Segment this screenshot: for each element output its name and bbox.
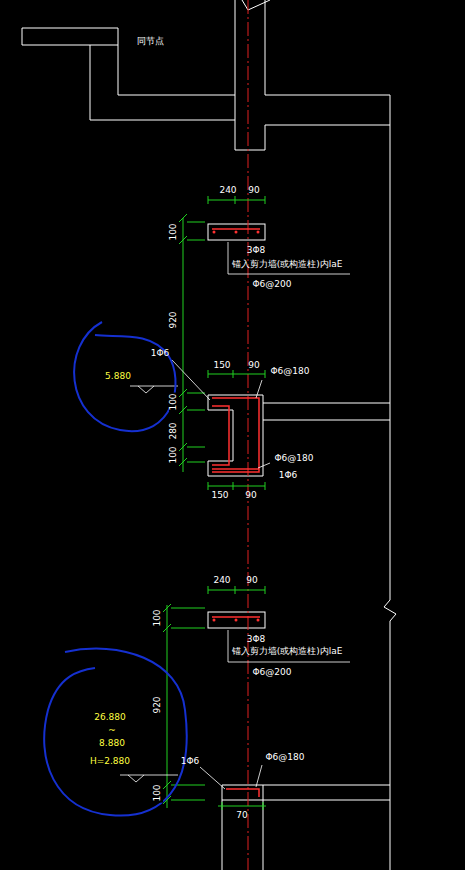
dimension: 240 bbox=[213, 576, 230, 586]
rebar-callout: Φ6@200 bbox=[253, 280, 292, 290]
rebar-callout: Φ6@200 bbox=[253, 668, 292, 678]
rebar-callout: Φ6@180 bbox=[266, 753, 305, 763]
rebar-callout: 3Φ8 bbox=[247, 635, 266, 645]
rebar-note: 锚入剪力墙(或构造柱)内laE bbox=[232, 647, 343, 657]
node-name: 同节点 bbox=[137, 37, 164, 47]
dimension-lines bbox=[163, 196, 266, 810]
dimension: 100 bbox=[169, 222, 179, 241]
rebar-note: 锚入剪力墙(或构造柱)内laE bbox=[232, 260, 343, 270]
rebar-callout: 1Φ6 bbox=[181, 757, 200, 767]
dimension: 920 bbox=[153, 695, 163, 714]
concrete-outline bbox=[22, 0, 396, 870]
dimension: 90 bbox=[248, 186, 259, 196]
rebar bbox=[212, 229, 260, 797]
dimension: 150 bbox=[213, 361, 230, 371]
dimension: 150 bbox=[211, 491, 228, 501]
dimension: 70 bbox=[236, 811, 247, 821]
dimension: 280 bbox=[169, 421, 179, 440]
annotation-circles bbox=[44, 322, 187, 816]
rebar-callout: 1Φ6 bbox=[151, 349, 170, 359]
dimension: 100 bbox=[169, 392, 179, 411]
dimension: 100 bbox=[153, 783, 163, 802]
elevation: 5.880 bbox=[105, 372, 131, 382]
elevation: 26.880 bbox=[94, 713, 126, 723]
dimension: 240 bbox=[219, 186, 236, 196]
dimension: 100 bbox=[169, 445, 179, 464]
dimension: 90 bbox=[245, 491, 256, 501]
dimension: 90 bbox=[246, 576, 257, 586]
rebar-callout: Φ6@180 bbox=[275, 454, 314, 464]
dimension: 920 bbox=[169, 310, 179, 329]
elevation: H=2.880 bbox=[90, 757, 130, 767]
rebar-callout: 3Φ8 bbox=[247, 246, 266, 256]
dimension: 100 bbox=[153, 608, 163, 627]
leader-lines bbox=[120, 242, 350, 789]
elevation: 8.880 bbox=[99, 739, 125, 749]
rebar-dots bbox=[213, 231, 260, 622]
dimension: 90 bbox=[248, 361, 259, 371]
rebar-callout: Φ6@180 bbox=[271, 367, 310, 377]
rebar-callout: 1Φ6 bbox=[279, 471, 298, 481]
elevation: ~ bbox=[108, 726, 116, 736]
center-line bbox=[248, 0, 249, 870]
